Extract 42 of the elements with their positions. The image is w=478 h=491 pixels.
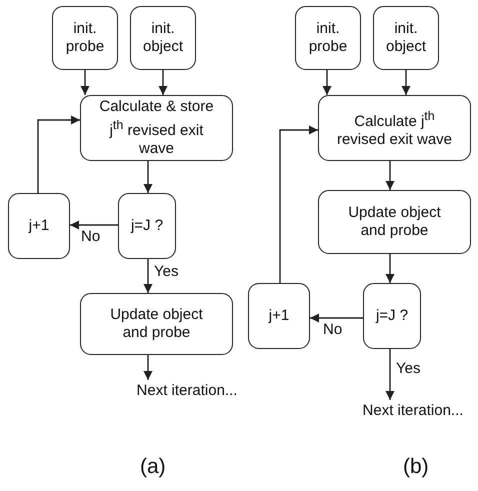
box-text: j=J ? xyxy=(130,217,164,235)
arrow xyxy=(386,254,394,283)
arrow xyxy=(80,70,90,95)
panel-label: (b) xyxy=(403,455,429,479)
box-text: Update object and probe xyxy=(347,204,442,240)
arrow xyxy=(402,70,410,95)
process-box xyxy=(373,6,439,70)
process-box xyxy=(318,190,471,254)
process-box xyxy=(118,193,176,259)
arrow xyxy=(158,70,168,95)
box-text: init. object xyxy=(142,20,184,56)
flow-text: Next iteration... xyxy=(362,402,464,420)
panel-label: (a) xyxy=(140,455,166,479)
arrow xyxy=(310,314,363,322)
flow-text: Next iteration... xyxy=(136,382,238,400)
arrow xyxy=(279,126,318,283)
box-text: Update object and probe xyxy=(109,306,204,342)
process-box xyxy=(52,6,118,70)
process-box xyxy=(363,283,421,349)
arrow xyxy=(386,349,394,400)
box-text: init. probe xyxy=(64,20,106,56)
box-text: Calculate j$^{th}$ revised exit wave xyxy=(336,108,454,149)
box-text: j+1 xyxy=(28,217,50,235)
arrow xyxy=(386,161,394,190)
arrow xyxy=(322,70,332,95)
process-box xyxy=(248,283,310,349)
box-text: Calculate & store j$^{th}$ revised exit wave xyxy=(98,98,215,158)
arrow xyxy=(144,355,152,380)
arrow xyxy=(70,220,118,230)
box-text: j+1 xyxy=(268,307,290,325)
box-text: init. probe xyxy=(308,20,348,56)
process-box xyxy=(80,95,233,161)
box-text: j=J ? xyxy=(376,307,408,325)
process-box xyxy=(318,95,471,161)
box-text: init. object xyxy=(384,20,428,56)
process-box xyxy=(80,293,233,355)
arrow xyxy=(144,161,152,193)
process-box xyxy=(8,193,70,259)
arrow xyxy=(37,116,80,193)
process-box xyxy=(295,6,361,70)
process-box xyxy=(130,6,196,70)
arrow xyxy=(144,259,152,293)
